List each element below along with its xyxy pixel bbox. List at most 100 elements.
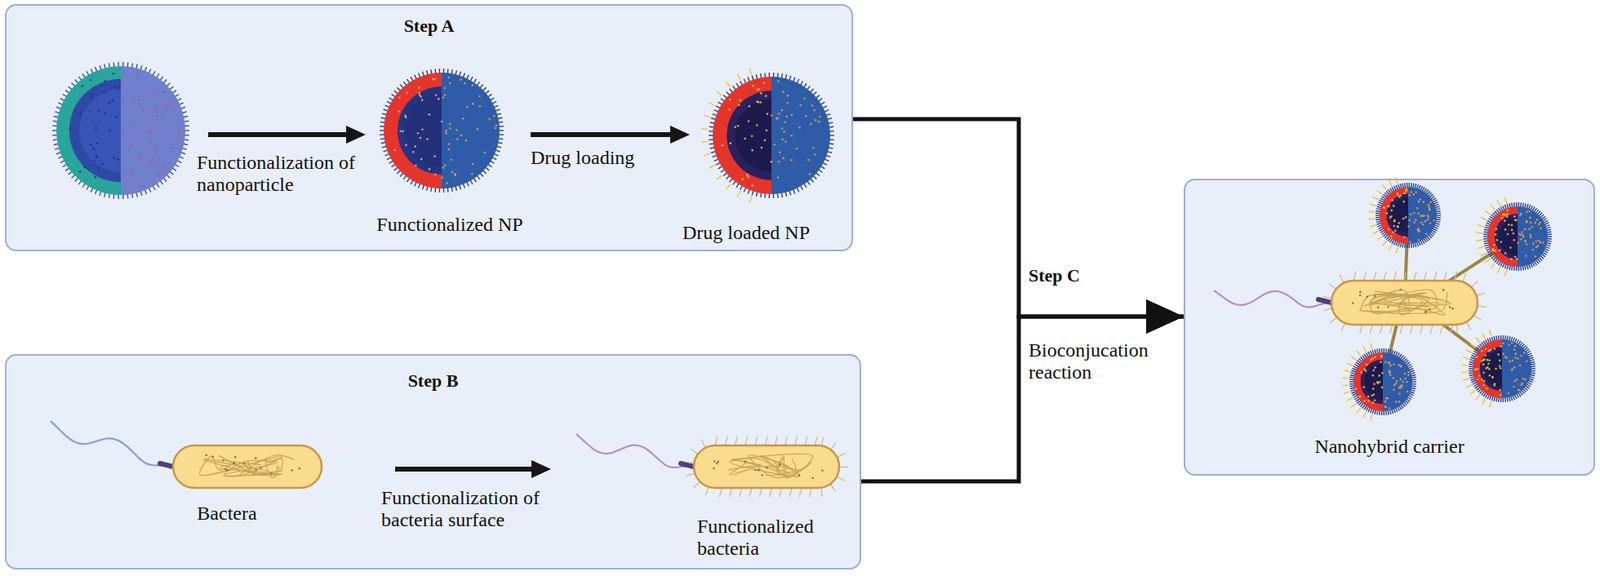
ribosome-dot	[1424, 311, 1427, 313]
drug-molecule	[1369, 225, 1377, 227]
speckle	[757, 101, 760, 104]
drug-molecule	[1368, 217, 1375, 220]
speckle	[1511, 342, 1514, 345]
step-caption: Bioconjucation reaction	[1028, 339, 1192, 384]
surface-group	[1373, 271, 1377, 281]
drug-molecule	[1369, 204, 1377, 206]
speckle	[1422, 214, 1426, 218]
speckle	[68, 128, 72, 131]
ribosome-dot	[1377, 306, 1379, 308]
particle-core	[405, 94, 442, 167]
speckle	[1371, 357, 1374, 360]
drug-molecule	[1346, 398, 1353, 402]
speckle	[807, 159, 810, 162]
drug-molecule	[1351, 403, 1356, 408]
speckle	[478, 95, 481, 98]
speckle	[1511, 224, 1514, 227]
ribosome-dot	[757, 469, 760, 472]
surface-group	[1477, 306, 1487, 308]
speckle	[1488, 359, 1491, 362]
ribosome-dot	[1424, 311, 1427, 314]
step-heading: Step C	[1028, 266, 1080, 287]
speckle	[448, 82, 452, 85]
bacterium	[576, 434, 849, 498]
ribosome-dot	[712, 467, 715, 470]
particle-surface	[441, 72, 500, 189]
speckle	[444, 87, 447, 90]
speckle	[798, 126, 801, 129]
speckle	[120, 84, 124, 87]
speckle	[114, 84, 117, 88]
speckle	[1402, 200, 1405, 204]
surface-group	[831, 442, 837, 450]
speckle	[1362, 386, 1365, 389]
drug-molecule	[701, 141, 708, 143]
speckle	[1512, 239, 1516, 242]
speckle	[1475, 368, 1478, 372]
drug-molecule	[1377, 190, 1383, 195]
speckle	[1506, 213, 1509, 216]
speckle	[1413, 212, 1416, 215]
speckle	[1498, 249, 1502, 253]
speckle	[799, 104, 802, 107]
speckle	[777, 176, 780, 179]
speckle	[442, 96, 445, 99]
step-caption: Functionalized NP	[376, 213, 523, 236]
speckle	[1391, 199, 1394, 202]
surface-group	[764, 436, 768, 446]
ribosome-dot	[226, 469, 229, 472]
drug-molecule	[1462, 378, 1470, 381]
speckle	[1496, 239, 1499, 242]
surface-group	[1400, 324, 1403, 334]
speckle	[1403, 235, 1406, 239]
speckle	[760, 92, 763, 95]
speckle	[164, 106, 168, 109]
speckle	[1521, 234, 1525, 237]
speckle	[781, 138, 784, 142]
surface-group	[1473, 315, 1481, 320]
speckle	[404, 116, 408, 120]
speckle	[433, 155, 436, 158]
drug-molecule	[1356, 351, 1361, 356]
speckle	[163, 91, 166, 94]
speckle	[404, 144, 408, 147]
speckle	[782, 90, 785, 94]
surface-group	[789, 488, 792, 498]
ribosome-dot	[715, 462, 718, 465]
process-arrow	[395, 460, 552, 479]
surface-group	[734, 436, 738, 446]
speckle	[795, 147, 799, 151]
speckle	[818, 115, 822, 118]
illustrations	[50, 62, 1552, 498]
speckle	[463, 82, 467, 85]
drug-molecule	[737, 74, 741, 80]
surface-group	[774, 436, 778, 446]
speckle	[169, 98, 173, 102]
surface-group	[779, 488, 783, 498]
speckle	[462, 117, 465, 120]
surface-group	[1462, 273, 1467, 282]
speckle	[1396, 192, 1400, 196]
speckle	[447, 76, 450, 80]
speckle	[1478, 374, 1481, 378]
ribosome-dot	[211, 456, 214, 458]
outer-shell	[1353, 352, 1383, 412]
speckle	[1515, 257, 1519, 261]
speckle	[812, 146, 815, 150]
speckle	[1387, 204, 1391, 208]
surface-group	[830, 484, 836, 492]
speckle	[448, 127, 452, 130]
drug-molecule	[1484, 258, 1490, 263]
speckle	[419, 137, 423, 140]
ribosome-dot	[254, 457, 257, 459]
speckle	[1483, 358, 1486, 361]
speckle	[1517, 389, 1520, 392]
speckle	[733, 126, 737, 129]
speckle	[103, 80, 107, 83]
speckle	[417, 86, 421, 89]
ribosome-dot	[1386, 306, 1389, 308]
speckle	[1390, 215, 1393, 218]
speckle	[471, 84, 474, 87]
speckle	[163, 90, 166, 94]
outer-shell	[712, 76, 772, 195]
